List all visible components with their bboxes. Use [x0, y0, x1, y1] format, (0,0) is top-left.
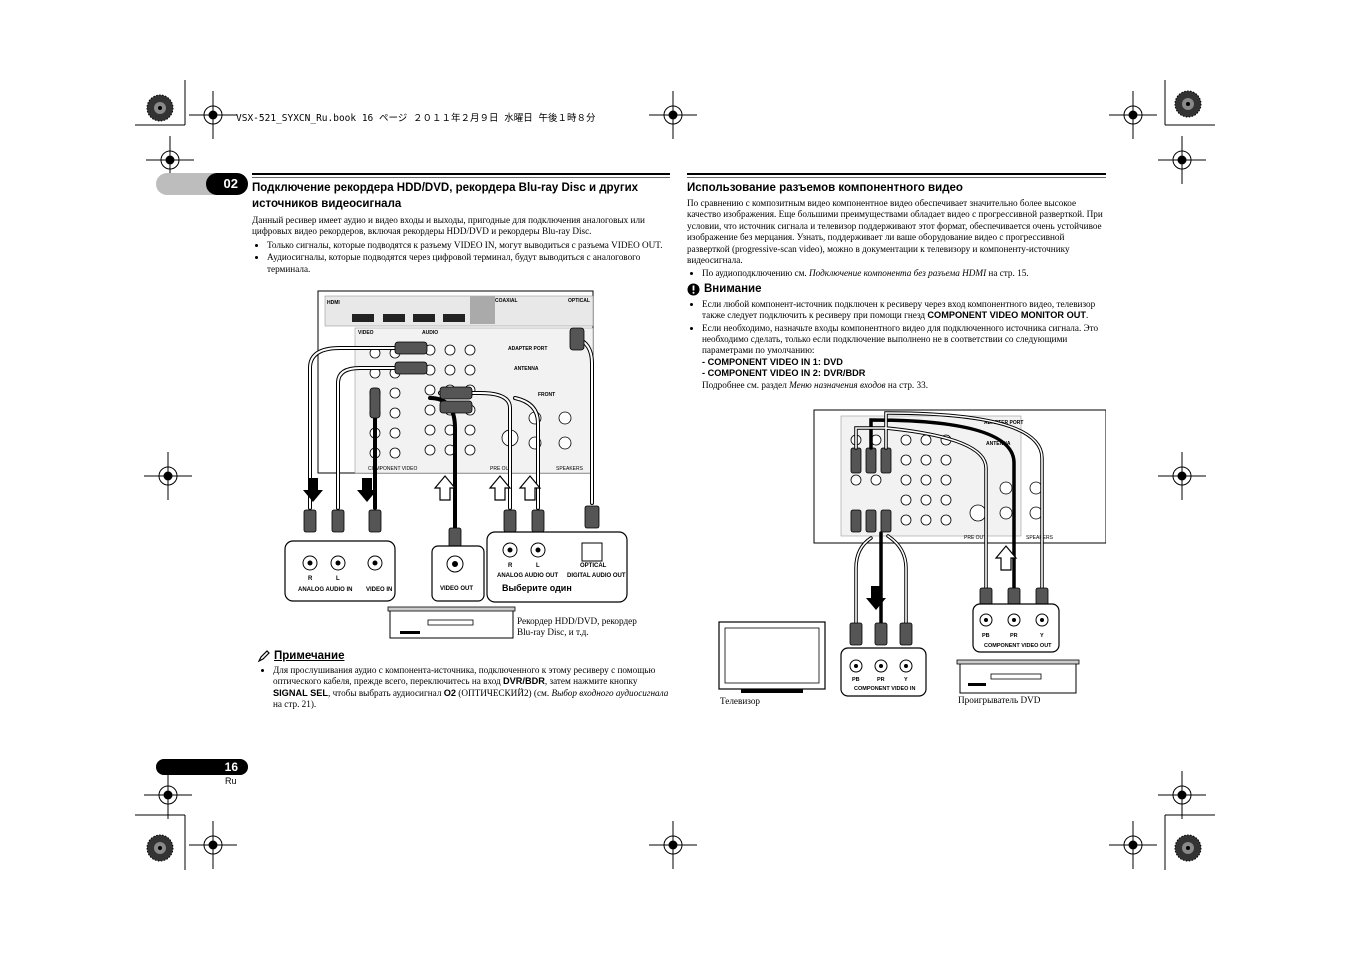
panel-label-audio: AUDIO: [422, 330, 438, 336]
right-title: Использование разъемов компонентного вид…: [687, 182, 963, 194]
list-item: Для прослушивания аудио с компонента-ист…: [273, 665, 670, 711]
note-bullets: Для прослушивания аудио с компонента-ист…: [258, 665, 670, 711]
dvd-y-label: Y: [1040, 633, 1044, 639]
note-section: Примечание Для прослушивания аудио с ком…: [258, 650, 670, 712]
pre-out-label: PRE OUT: [964, 535, 986, 541]
panel-label-coaxial: COAXIAL: [495, 298, 518, 304]
default-line-1: - COMPONENT VIDEO IN 1: DVD: [702, 356, 843, 367]
left-section: Подключение рекордера HDD/DVD, рекордера…: [252, 180, 670, 276]
top-rule-right: [687, 173, 1106, 175]
tv-y-label: Y: [904, 677, 908, 683]
recorder-caption: Рекордер HDD/DVD, рекордер Blu-ray Disc,…: [517, 616, 637, 638]
list-item: Только сигналы, которые подводятся к раз…: [267, 240, 670, 251]
page-number: 16: [156, 759, 248, 775]
default-line-2: - COMPONENT VIDEO IN 2: DVR/BDR: [702, 368, 866, 379]
analog-audio-out-label: ANALOG AUDIO OUT: [497, 573, 558, 579]
choose-one-label: Выберите один: [502, 583, 572, 593]
antenna-label: ANTENNA: [986, 441, 1011, 447]
left-intro: Данный ресивер имеет аудио и видео входы…: [252, 215, 645, 237]
dvd-pr-label: PR: [1010, 633, 1018, 639]
component-video-in-label: COMPONENT VIDEO IN: [854, 686, 915, 692]
left-bullets: Только сигналы, которые подводятся к раз…: [252, 240, 670, 275]
dvd-pb-label: PB: [982, 633, 990, 639]
caution-title: Внимание: [704, 283, 762, 296]
analog-audio-in-label: ANALOG AUDIO IN: [298, 587, 352, 593]
caution-heading: Внимание: [687, 283, 1106, 296]
right-section: Использование разъемов компонентного вид…: [687, 180, 1106, 392]
component-video-diagram: ADAPTER PORT ANTENNA PRE OUT SPEAKERS: [718, 409, 1106, 697]
panel-label-video: VIDEO: [358, 330, 374, 336]
list-item: Аудиосигналы, которые подводятся через ц…: [267, 252, 670, 275]
video-in-label: VIDEO IN: [366, 587, 392, 593]
panel-label-component-video: COMPONENT VIDEO: [368, 466, 417, 472]
jack-l-out-label: L: [536, 563, 540, 569]
tv-caption: Телевизор: [720, 696, 761, 706]
panel-label-speakers: SPEAKERS: [556, 466, 584, 472]
list-item: Если любой компонент-источник подключен …: [702, 299, 1106, 322]
jack-r-out-label: R: [508, 563, 513, 569]
pencil-icon: [258, 650, 270, 662]
right-ref-bullets: По аудиоподключению см. Подключение комп…: [687, 268, 1106, 279]
file-info-header: VSX-521_SYXCN_Ru.book 16 ページ ２０１１年２月９日 水…: [236, 113, 596, 124]
left-title: Подключение рекордера HDD/DVD, рекордера…: [252, 182, 639, 210]
recorder-connection-diagram: HDMI COAXIAL OPTICAL VIDEO AUDIO ADAPTER…: [284, 290, 628, 639]
tv-pr-label: PR: [877, 677, 885, 683]
panel-label-optical: OPTICAL: [568, 298, 590, 304]
page-lang: Ru: [225, 776, 237, 786]
caution-icon: [687, 283, 700, 296]
caution-bullets: Если любой компонент-источник подключен …: [687, 299, 1106, 391]
video-out-label: VIDEO OUT: [440, 586, 473, 592]
top-rule-right-thin: [687, 177, 1106, 178]
list-item: Если необходимо, назначьте входы компоне…: [702, 323, 1106, 391]
panel-label-hdmi: HDMI: [327, 300, 340, 306]
section-tab: 02: [206, 173, 248, 195]
list-item: По аудиоподключению см. Подключение комп…: [702, 268, 1106, 279]
component-video-out-label: COMPONENT VIDEO OUT: [984, 643, 1052, 649]
digital-audio-out-label: DIGITAL AUDIO OUT: [567, 573, 626, 579]
dvd-caption: Проигрыватель DVD: [958, 695, 1041, 705]
panel-label-adapter-port: ADAPTER PORT: [508, 346, 547, 352]
jack-r-label: R: [308, 576, 313, 582]
panel-label-front: FRONT: [538, 392, 555, 398]
tv-pb-label: PB: [852, 677, 860, 683]
right-intro: По сравнению с композитным видео компоне…: [687, 198, 1103, 266]
top-rule-left-thin: [252, 177, 670, 178]
panel-label-pre-out: PRE OUT: [490, 466, 512, 472]
jack-l-label: L: [336, 576, 340, 582]
top-rule-left: [252, 173, 670, 175]
note-title: Примечание: [274, 650, 345, 662]
panel-label-antenna: ANTENNA: [514, 366, 539, 372]
optical-label: OPTICAL: [580, 563, 607, 569]
speakers-label: SPEAKERS: [1026, 535, 1054, 541]
